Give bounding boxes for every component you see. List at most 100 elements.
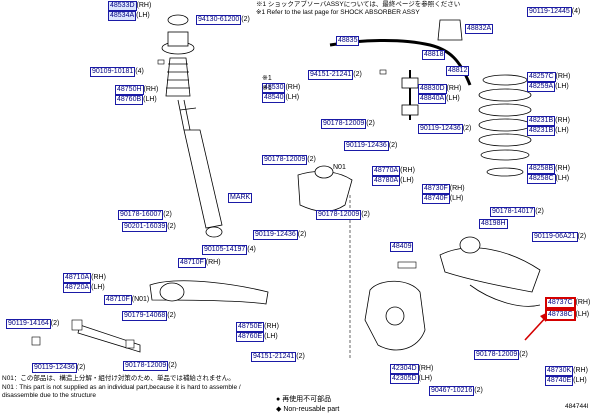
part-callout: 48231B(RH)48231B(LH) — [527, 116, 570, 136]
part-number-link[interactable]: 48730F — [422, 184, 450, 194]
part-number-link[interactable]: 48258B — [527, 164, 556, 174]
part-number-link[interactable]: 94151-21241 — [251, 352, 297, 362]
part-number-link[interactable]: 90201-16039 — [122, 222, 168, 232]
part-number-link[interactable]: 90109-10181 — [90, 67, 136, 77]
part-number-link[interactable]: 48259A — [527, 82, 556, 92]
part-number-link[interactable]: 90178-12009 — [474, 350, 520, 360]
part-number-link[interactable]: 48198H — [479, 219, 508, 229]
part-number-link[interactable]: 90178-12009 — [123, 361, 169, 371]
part-qualifier: (2) — [297, 231, 307, 238]
part-number-link[interactable]: 48409 — [390, 242, 414, 252]
part-number-link[interactable]: MARK — [228, 193, 253, 203]
part-callout: 94130-61200(2) — [196, 15, 250, 25]
part-number-link[interactable]: 90178-12009 — [262, 155, 308, 165]
part-number-link[interactable]: 94130-61200 — [196, 15, 242, 25]
part-qualifier: (2) — [366, 120, 375, 127]
part-qualifier: (2) — [307, 156, 316, 163]
callout-text: ※1 — [262, 85, 272, 92]
part-qualifier: (2) — [535, 208, 544, 215]
part-qualifier: (RH) — [400, 167, 415, 174]
part-callout: 90179-14068(2) — [122, 311, 176, 321]
part-callout: 90178-12009(2) — [316, 210, 370, 220]
part-number-link[interactable]: 48533D — [108, 1, 137, 11]
diamond-icon: ◆ — [276, 406, 282, 413]
part-number-link[interactable]: 90119-14164 — [6, 319, 51, 329]
callout-text: ※1 — [262, 75, 272, 82]
part-number-link[interactable]: 48750E — [236, 322, 265, 332]
part-number-link[interactable]: 48770A — [372, 166, 401, 176]
part-number-link[interactable]: 48258C — [527, 174, 556, 184]
shock-upper-support — [161, 14, 195, 97]
part-number-link[interactable]: 48540 — [262, 93, 286, 103]
part-number-link[interactable]: 48257C — [527, 72, 556, 82]
part-number-link[interactable]: 48812 — [446, 66, 470, 76]
part-number-link[interactable]: 48710A — [63, 273, 92, 283]
part-callout: 48198H — [479, 219, 508, 229]
part-number-link[interactable]: 90119-12436 — [344, 141, 389, 151]
part-number-link[interactable]: 90179-14068 — [122, 311, 168, 321]
part-number-link[interactable]: 48818 — [422, 50, 446, 60]
part-callout: 90119-06A21(2) — [532, 232, 586, 242]
part-callout: 90109-10181(4) — [90, 67, 144, 77]
part-number-link[interactable]: 48730K — [545, 366, 574, 376]
header-note-jp: ※1 ショックアブソーバASSYについては、最終ページを参照ください — [256, 1, 461, 8]
part-qualifier: (LH) — [400, 177, 414, 184]
part-number-link[interactable]: 48720A — [63, 283, 92, 293]
part-number-link[interactable]: 90178-16007 — [118, 210, 164, 220]
part-number-link[interactable]: 48530 — [262, 83, 286, 93]
part-number-link[interactable]: 48830D — [418, 84, 447, 94]
part-number-link[interactable]: 48760B — [115, 95, 144, 105]
part-qualifier: (2) — [361, 211, 370, 218]
part-number-link[interactable]: 90178-12009 — [321, 119, 367, 129]
part-callout: 90178-16007(2) — [118, 210, 172, 220]
part-callout: 48770A(RH) 48780A(LH) — [372, 166, 415, 186]
part-number-link[interactable]: 94151-21241 — [308, 70, 354, 80]
part-qualifier: (4) — [135, 68, 144, 75]
part-number-link[interactable]: 48750H — [115, 85, 144, 95]
part-number-link[interactable]: 48534A — [108, 11, 137, 21]
part-qualifier: (RH) — [575, 299, 591, 306]
part-callout: 90201-16039(2) — [122, 222, 176, 232]
part-number-link[interactable]: 42304D — [390, 364, 419, 374]
coil-spring — [478, 74, 532, 177]
part-number-link[interactable]: 90119-12436 — [253, 230, 298, 240]
part-number-link[interactable]: 90178-12009 — [316, 210, 362, 220]
part-callout: 42304D(RH) 42305D(LH) — [390, 364, 433, 384]
part-number-link[interactable]: 48231B — [527, 126, 556, 136]
footnote-en-2: disassemble due to the structure — [2, 392, 96, 399]
part-number-link[interactable]: 90119-12436 — [32, 363, 77, 373]
part-number-link[interactable]: 48740F — [422, 194, 450, 204]
part-qualifier: (4) — [247, 246, 256, 253]
part-number-link[interactable]: 90119-06A21 — [532, 232, 578, 242]
part-qualifier: (LH) — [555, 83, 569, 90]
part-number-link[interactable]: 48231B — [527, 116, 556, 126]
part-number-link[interactable]: 48710F — [104, 295, 132, 305]
part-number-link[interactable]: 48832A — [465, 24, 494, 34]
part-number-link[interactable]: 48710F — [178, 258, 206, 268]
part-number-link[interactable]: 48840A — [418, 94, 447, 104]
part-qualifier: (2) — [388, 142, 398, 149]
part-callout: 90178-12009(2) — [262, 155, 316, 165]
part-qualifier: (LH) — [418, 375, 433, 382]
part-number-link[interactable]: 90119-12445 — [527, 7, 572, 17]
part-qualifier: (RH) — [418, 365, 434, 372]
part-number-link[interactable]: 42305D — [390, 374, 419, 384]
part-number-link[interactable]: 48760E — [236, 332, 265, 342]
part-callout: 48730F(RH)48740F(LH) — [422, 184, 465, 204]
part-number-link[interactable]: 90178-14017 — [490, 207, 536, 217]
part-number-link[interactable]: 90467-10216 — [429, 386, 475, 396]
rear-axle-carrier — [364, 280, 426, 351]
part-number-link[interactable]: 48737C — [545, 297, 576, 309]
part-callout: 48710A(RH)48720A(LH) — [63, 273, 106, 293]
part-qualifier: (4) — [571, 8, 581, 15]
part-qualifier: (2) — [474, 387, 483, 394]
part-callout: 48710F(N01) — [104, 295, 149, 305]
part-number-link[interactable]: 90105-14197 — [202, 245, 248, 255]
part-number-link[interactable]: 90119-12436 — [418, 124, 463, 134]
part-number-link[interactable]: 48780A — [372, 176, 401, 186]
part-number-link[interactable]: 48740E — [545, 376, 574, 386]
part-qualifier: (RH) — [143, 86, 159, 93]
part-number-link[interactable]: 48835 — [336, 36, 360, 46]
part-callout: 48750H(RH)48760B(LH) — [115, 85, 158, 105]
part-number-link[interactable]: 48738C — [545, 309, 576, 321]
